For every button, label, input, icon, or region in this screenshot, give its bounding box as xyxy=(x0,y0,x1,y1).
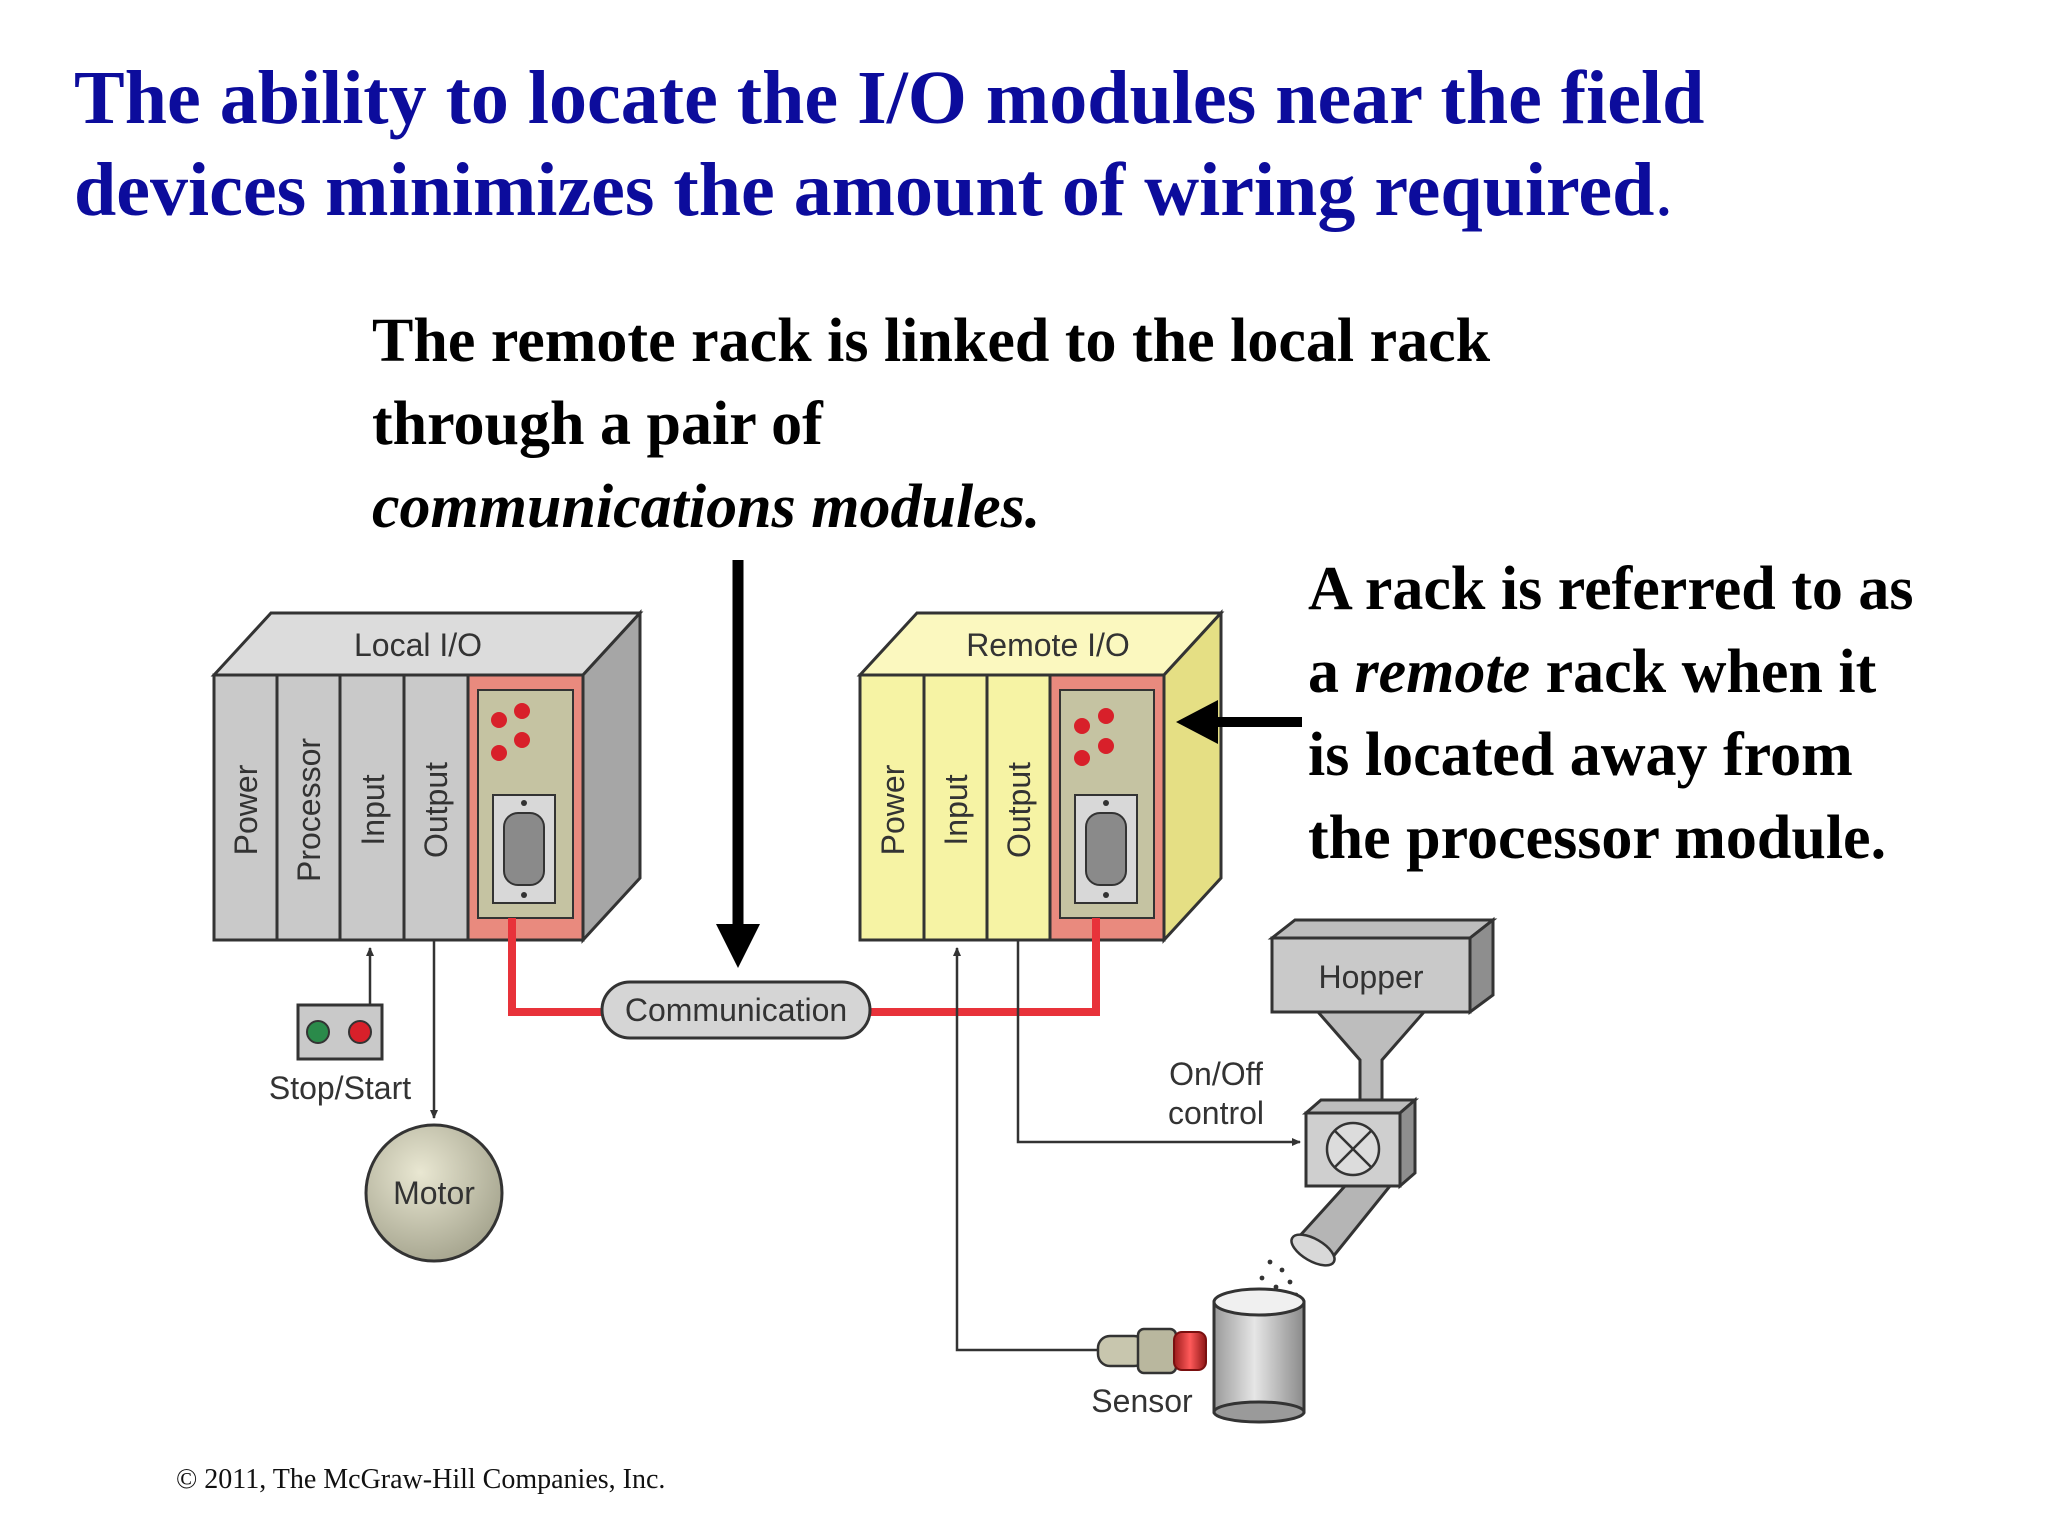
callout-communications-modules: The remote rack is linked to the local r… xyxy=(372,300,1672,549)
onoff-label-line1: On/Off xyxy=(1169,1056,1263,1092)
remote-module-output: Output xyxy=(1001,762,1037,858)
hopper-funnel xyxy=(1314,1010,1428,1104)
note-top-line3: communications modules. xyxy=(372,473,1041,541)
copyright-notice: © 2011, The McGraw-Hill Companies, Inc. xyxy=(176,1464,666,1495)
local-module-output: Output xyxy=(418,762,454,858)
communication-badge: Communication xyxy=(600,980,872,1040)
status-led xyxy=(491,712,507,728)
sensor-label: Sensor xyxy=(1091,1383,1193,1419)
local-rack: Local I/O Power Processor Input Output xyxy=(210,609,644,944)
onoff-control-wire xyxy=(1016,940,1301,1146)
note-right-line2a: a xyxy=(1308,638,1355,706)
status-led xyxy=(1074,718,1090,734)
status-led xyxy=(514,732,530,748)
status-led xyxy=(1074,750,1090,766)
motor-icon: Motor xyxy=(364,1123,504,1263)
container-can xyxy=(1212,1287,1306,1424)
remote-comm-module xyxy=(1048,673,1166,942)
local-comm-module xyxy=(466,673,585,942)
down-arrow-icon xyxy=(716,560,760,968)
status-led xyxy=(514,703,530,719)
local-rack-title: Local I/O xyxy=(354,627,482,663)
headline-period: . xyxy=(1654,148,1674,232)
headline-line1: The ability to locate the I/O modules ne… xyxy=(74,56,1705,140)
callout-remote-rack: A rack is referred to as a remote rack w… xyxy=(1308,548,2028,880)
sensor-icon xyxy=(1096,1327,1207,1375)
discharge-nozzle xyxy=(1290,1184,1394,1267)
communication-label: Communication xyxy=(625,992,847,1028)
note-top-line1: The remote rack is linked to the local r… xyxy=(372,307,1491,375)
sensor-signal-wire xyxy=(953,947,1098,1352)
status-led xyxy=(1098,738,1114,754)
slide-headline: The ability to locate the I/O modules ne… xyxy=(74,52,1974,236)
note-right-line2b: rack when it xyxy=(1530,638,1877,706)
note-right-line1: A rack is referred to as xyxy=(1308,555,1914,623)
valve-icon xyxy=(1301,1096,1420,1190)
note-right-line3: is located away from xyxy=(1308,721,1853,789)
note-right-line4: the processor module. xyxy=(1308,804,1887,872)
stop-start-switch xyxy=(296,1003,384,1061)
note-top-line2: through a pair of xyxy=(372,390,823,458)
onoff-label-line2: control xyxy=(1168,1095,1264,1131)
remote-rack-title: Remote I/O xyxy=(966,627,1130,663)
headline-line2: devices minimizes the amount of wiring r… xyxy=(74,148,1655,232)
local-module-processor: Processor xyxy=(291,738,327,882)
remote-module-input: Input xyxy=(938,774,974,845)
status-led xyxy=(1098,708,1114,724)
hopper-label: Hopper xyxy=(1319,959,1424,995)
remote-module-power: Power xyxy=(875,764,911,855)
local-module-power: Power xyxy=(228,764,264,855)
note-right-line2-emphasis: remote xyxy=(1354,638,1531,706)
motor-label: Motor xyxy=(393,1175,475,1211)
stop-start-label: Stop/Start xyxy=(269,1070,411,1106)
left-arrow-icon xyxy=(1176,700,1302,744)
remote-rack: Remote I/O Power Input Output xyxy=(856,609,1225,944)
hopper: Hopper xyxy=(1267,916,1498,1104)
local-module-input: Input xyxy=(355,774,391,845)
status-led xyxy=(491,745,507,761)
